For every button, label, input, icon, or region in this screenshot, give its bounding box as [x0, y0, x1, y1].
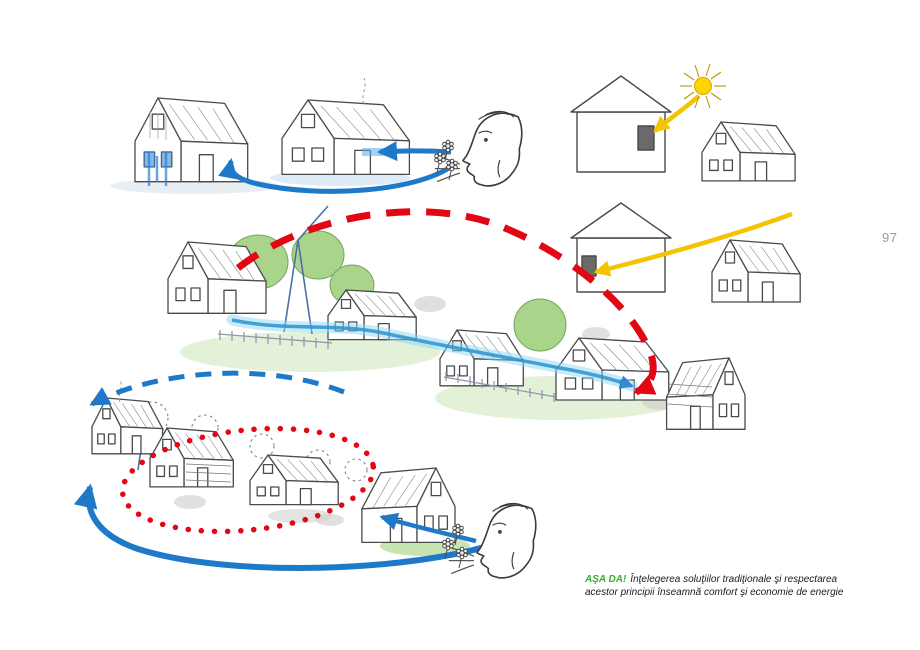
caption-line2: acestor principii înseamnă comfort şi ec…: [585, 587, 844, 598]
caption-highlight: AŞA DA!: [585, 574, 627, 585]
caption: AŞA DA!Înţelegerea soluţiilor tradiţiona…: [585, 573, 847, 599]
village2-houses: [91, 379, 456, 544]
red-dotted-ellipse: [119, 425, 377, 535]
yellow-sun-arrow-2: [593, 211, 793, 277]
house-topleft-2: [281, 77, 411, 176]
yellow-sun-arrow-1: [653, 94, 701, 133]
house-cross-section-2: [570, 202, 672, 293]
fence-lines: [217, 330, 557, 402]
house-cross-section-1: [570, 75, 672, 173]
blue-airflow-arrow-topleft: [218, 141, 454, 194]
blue-airflow-stream: [226, 314, 638, 392]
blue-dashed-arc: [89, 370, 345, 407]
sun-icon: [680, 63, 726, 109]
caption-line1: Înţelegerea soluţiilor tradiţionale şi r…: [630, 574, 838, 585]
page-number: 97: [882, 230, 898, 245]
house-topleft-1: [134, 97, 249, 186]
house-topright-far: [701, 121, 796, 182]
village1-houses: [167, 241, 746, 431]
blue-solid-sweep-arrow: [73, 483, 499, 571]
red-dashed-arrow: [235, 208, 657, 396]
house-midright-far: [711, 239, 801, 303]
